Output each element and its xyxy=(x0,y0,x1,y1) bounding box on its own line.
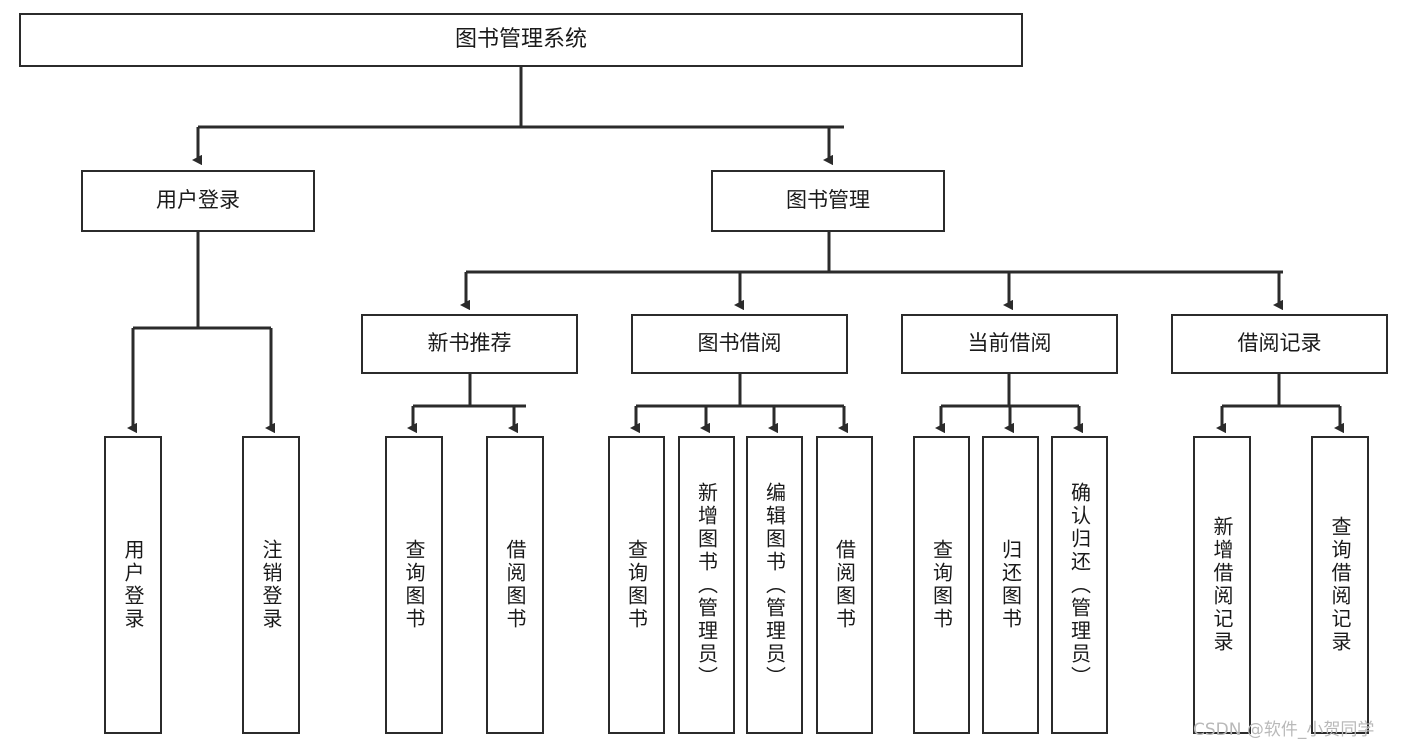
node-leaf-confirm-return[interactable]: 确认归还（管理员） xyxy=(1051,436,1108,734)
node-leaf-query-book-3[interactable]: 查询图书 xyxy=(913,436,970,734)
node-leaf-edit-book[interactable]: 编辑图书（管理员） xyxy=(746,436,803,734)
node-new-book-recommend-label: 新书推荐 xyxy=(427,331,512,356)
node-leaf-query-book-1[interactable]: 查询图书 xyxy=(385,436,443,734)
node-leaf-add-book[interactable]: 新增图书（管理员） xyxy=(678,436,735,734)
node-leaf-return-book[interactable]: 归还图书 xyxy=(982,436,1039,734)
node-leaf-add-record-label: 新增借阅记录 xyxy=(1210,516,1234,654)
node-leaf-return-book-label: 归还图书 xyxy=(998,539,1023,631)
node-borrow-record[interactable]: 借阅记录 xyxy=(1171,314,1388,374)
node-book-borrow-label: 图书借阅 xyxy=(697,331,782,356)
node-current-borrow-label: 当前借阅 xyxy=(967,331,1052,356)
node-book-manage[interactable]: 图书管理 xyxy=(711,170,945,232)
node-new-book-recommend[interactable]: 新书推荐 xyxy=(361,314,578,374)
node-user-login[interactable]: 用户登录 xyxy=(81,170,315,232)
node-leaf-borrow-book-2[interactable]: 借阅图书 xyxy=(816,436,873,734)
node-leaf-logout-login-label: 注销登录 xyxy=(259,539,283,631)
node-leaf-query-record-label: 查询借阅记录 xyxy=(1328,516,1352,654)
node-user-login-label: 用户登录 xyxy=(156,188,240,213)
node-leaf-borrow-book-1-label: 借阅图书 xyxy=(503,539,527,631)
node-leaf-add-book-label: 新增图书（管理员） xyxy=(694,481,719,689)
node-leaf-query-book-2-label: 查询图书 xyxy=(624,539,649,631)
node-book-borrow[interactable]: 图书借阅 xyxy=(631,314,848,374)
node-leaf-edit-book-label: 编辑图书（管理员） xyxy=(762,481,787,689)
node-leaf-query-record[interactable]: 查询借阅记录 xyxy=(1311,436,1369,734)
node-leaf-user-login-label: 用户登录 xyxy=(121,539,145,631)
node-leaf-borrow-book-2-label: 借阅图书 xyxy=(832,539,857,631)
node-leaf-query-book-3-label: 查询图书 xyxy=(929,539,954,631)
node-leaf-user-login[interactable]: 用户登录 xyxy=(104,436,162,734)
node-root-label: 图书管理系统 xyxy=(454,26,587,52)
node-leaf-add-record[interactable]: 新增借阅记录 xyxy=(1193,436,1251,734)
node-book-manage-label: 图书管理 xyxy=(786,188,870,213)
node-root[interactable]: 图书管理系统 xyxy=(19,13,1023,67)
node-leaf-query-book-1-label: 查询图书 xyxy=(402,539,426,631)
node-borrow-record-label: 借阅记录 xyxy=(1237,331,1322,356)
node-current-borrow[interactable]: 当前借阅 xyxy=(901,314,1118,374)
csdn-watermark: CSDN @软件_小贺同学 xyxy=(1193,720,1375,740)
node-leaf-query-book-2[interactable]: 查询图书 xyxy=(608,436,665,734)
node-leaf-logout-login[interactable]: 注销登录 xyxy=(242,436,300,734)
node-leaf-borrow-book-1[interactable]: 借阅图书 xyxy=(486,436,544,734)
node-leaf-confirm-return-label: 确认归还（管理员） xyxy=(1067,481,1092,689)
